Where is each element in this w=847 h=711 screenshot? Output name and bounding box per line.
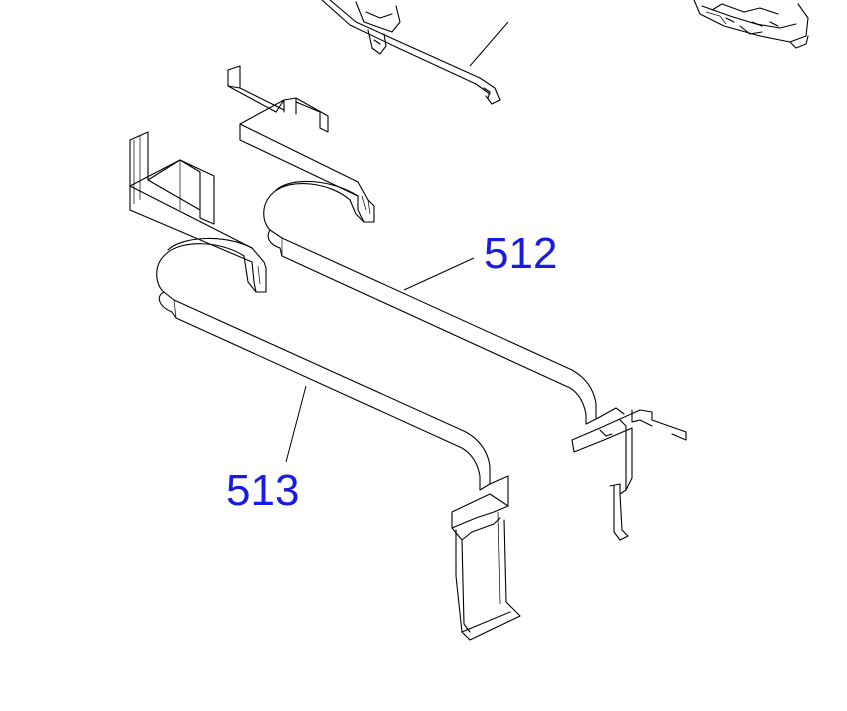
flat-cable-513 (129, 131, 521, 641)
top-right-carriage-part (693, 0, 809, 49)
top-bracket-part (321, 0, 501, 105)
flat-cable-512 (227, 65, 687, 541)
callout-513: 513 (226, 466, 299, 515)
leader-line-top (469, 21, 509, 67)
leader-line-512 (403, 257, 475, 291)
callout-512: 512 (484, 229, 557, 278)
leader-line-513 (285, 385, 307, 463)
